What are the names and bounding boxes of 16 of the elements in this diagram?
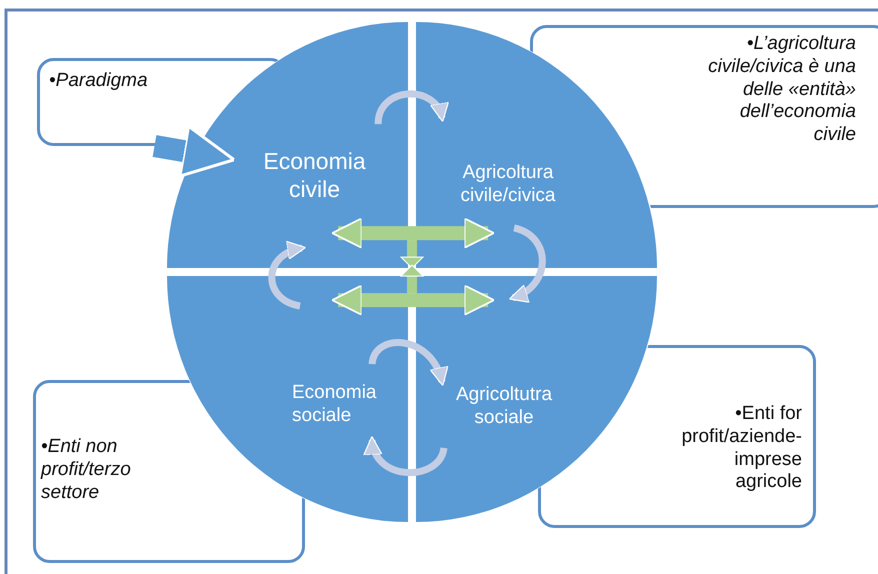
block-arrow	[331, 284, 495, 316]
curved-arrow	[368, 339, 447, 386]
arrow-stem	[400, 240, 424, 269]
callout-text: •Enti non profit/terzo settore	[41, 436, 132, 504]
curved-arrow	[508, 224, 546, 302]
sector-label: Economia civile	[262, 148, 367, 204]
callout-text: •L’agricoltura civile/civica è una delle «entità» dell’economia civile	[707, 33, 856, 147]
curved-arrow	[374, 90, 447, 125]
sector-label: Economia sociale	[292, 382, 378, 428]
callout-text: •Paradigma	[49, 70, 149, 93]
sector-label: Agricoltutra sociale	[454, 384, 554, 430]
sector-label: Agricoltura civile/civica	[459, 162, 557, 208]
callout-text: •Enti for profit/aziende-imprese agricole	[680, 403, 802, 494]
curved-arrow	[365, 436, 448, 476]
arrow-stem	[400, 264, 424, 294]
block-arrow	[331, 217, 495, 249]
